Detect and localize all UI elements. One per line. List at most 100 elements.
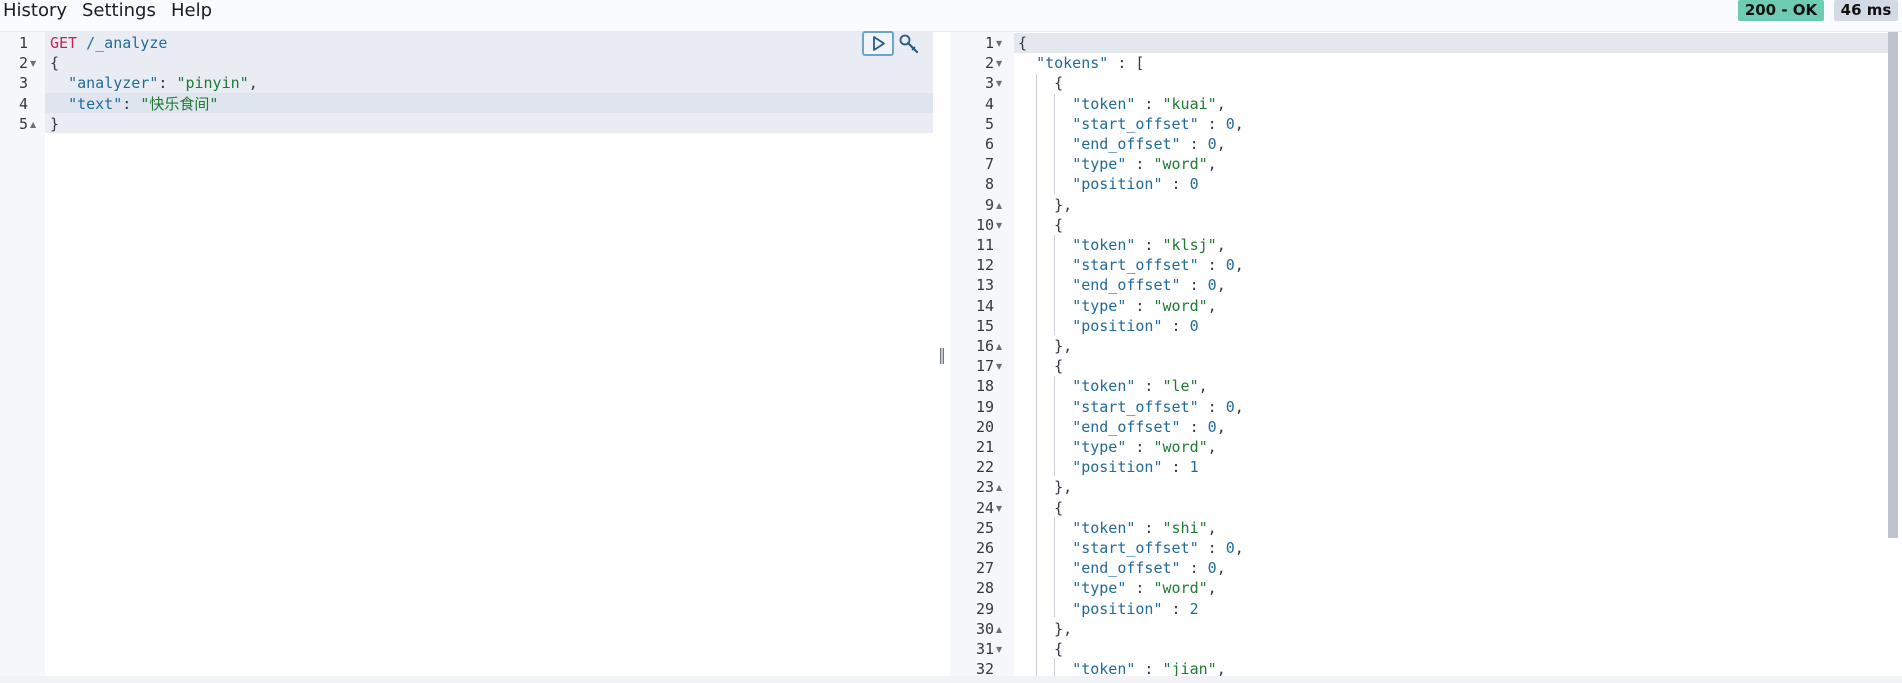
fold-close-icon[interactable]: ▲ bbox=[996, 624, 1003, 634]
code-line[interactable]: { bbox=[1018, 73, 1063, 93]
code-line[interactable]: "token" : "jian", bbox=[1018, 659, 1226, 676]
line-number: 21 bbox=[975, 438, 994, 456]
code-line[interactable]: { bbox=[1018, 33, 1027, 53]
code-line[interactable]: "text": "快乐食间" bbox=[50, 94, 218, 114]
menu-help[interactable]: Help bbox=[171, 0, 213, 21]
line-number: 11 bbox=[975, 236, 994, 254]
code-line[interactable]: "token" : "kuai", bbox=[1018, 94, 1226, 114]
code-line[interactable]: "analyzer": "pinyin", bbox=[50, 73, 258, 93]
code-line[interactable]: } bbox=[50, 114, 59, 134]
code-line[interactable]: "type" : "word", bbox=[1018, 437, 1217, 457]
code-token: "start_offset" bbox=[1072, 114, 1199, 133]
code-token: "end_offset" bbox=[1072, 135, 1181, 153]
settings-wrench-button[interactable] bbox=[898, 33, 919, 55]
code-token: , bbox=[1207, 579, 1217, 598]
response-code-area[interactable] bbox=[1014, 32, 1890, 676]
code-line[interactable]: "start_offset" : 0, bbox=[1018, 397, 1244, 417]
code-token bbox=[1018, 115, 1072, 133]
fold-open-icon[interactable]: ▼ bbox=[996, 59, 1003, 69]
code-line[interactable]: "position" : 0 bbox=[1018, 174, 1198, 194]
fold-open-icon[interactable]: ▼ bbox=[996, 220, 1003, 230]
code-token: , bbox=[1234, 114, 1244, 133]
fold-close-icon[interactable]: ▲ bbox=[30, 119, 37, 129]
code-line[interactable]: "position" : 0 bbox=[1018, 316, 1198, 336]
code-line[interactable]: "start_offset" : 0, bbox=[1018, 538, 1244, 558]
code-line[interactable]: }, bbox=[1018, 619, 1072, 639]
code-line[interactable]: }, bbox=[1018, 336, 1072, 356]
code-line[interactable]: "token" : "klsj", bbox=[1018, 235, 1226, 255]
code-line[interactable]: "token" : "shi", bbox=[1018, 518, 1217, 538]
code-line[interactable]: "end_offset" : 0, bbox=[1018, 134, 1226, 154]
code-line[interactable]: }, bbox=[1018, 195, 1072, 215]
code-line[interactable]: { bbox=[1018, 498, 1063, 518]
code-line[interactable]: { bbox=[50, 53, 59, 73]
code-token: : bbox=[1126, 155, 1154, 174]
drag-handle-icon[interactable]: ‖ bbox=[938, 345, 946, 364]
code-token: 0 bbox=[1207, 559, 1217, 578]
fold-close-icon[interactable]: ▲ bbox=[996, 200, 1003, 210]
code-line[interactable]: "start_offset" : 0, bbox=[1018, 114, 1244, 134]
fold-open-icon[interactable]: ▼ bbox=[996, 362, 1003, 372]
send-request-button[interactable] bbox=[862, 31, 894, 56]
code-token: , bbox=[1216, 276, 1226, 295]
code-token: : bbox=[1135, 377, 1163, 396]
fold-close-icon[interactable]: ▲ bbox=[996, 483, 1003, 493]
response-scrollbar[interactable] bbox=[1888, 32, 1898, 538]
fold-open-icon[interactable]: ▼ bbox=[996, 79, 1003, 89]
line-number: 15 bbox=[975, 316, 994, 335]
line-number: 7 bbox=[984, 155, 994, 174]
menu-history[interactable]: History bbox=[3, 0, 68, 21]
fold-open-icon[interactable]: ▼ bbox=[996, 645, 1003, 654]
code-line[interactable]: }, bbox=[1018, 477, 1072, 497]
wrench-icon bbox=[899, 34, 919, 54]
line-number: 23 bbox=[975, 478, 994, 497]
code-line[interactable]: { bbox=[1018, 215, 1063, 235]
code-token: : bbox=[1198, 256, 1226, 275]
code-token: "token" bbox=[1072, 660, 1136, 676]
indent-guide bbox=[1054, 94, 1055, 194]
code-line[interactable]: "type" : "word", bbox=[1018, 578, 1217, 598]
code-token: 0 bbox=[1207, 276, 1217, 295]
code-line[interactable]: "type" : "word", bbox=[1018, 154, 1217, 174]
request-code-area[interactable] bbox=[45, 32, 933, 676]
code-line[interactable]: "token" : "le", bbox=[1018, 376, 1207, 396]
menu-settings[interactable]: Settings bbox=[82, 0, 156, 21]
code-line[interactable]: "end_offset" : 0, bbox=[1018, 275, 1226, 295]
code-token: : [ bbox=[1108, 54, 1145, 73]
fold-open-icon[interactable]: ▼ bbox=[996, 39, 1003, 48]
code-token: : bbox=[1180, 135, 1208, 153]
code-line[interactable]: "start_offset" : 0, bbox=[1018, 255, 1244, 275]
code-token: 0 bbox=[1225, 256, 1235, 275]
code-token bbox=[1018, 256, 1072, 274]
code-line[interactable]: "tokens" : [ bbox=[1018, 53, 1144, 73]
code-token: "jian" bbox=[1162, 660, 1217, 676]
code-line[interactable]: "end_offset" : 0, bbox=[1018, 558, 1226, 578]
code-line[interactable]: "position" : 2 bbox=[1018, 599, 1198, 619]
fold-close-icon[interactable]: ▲ bbox=[996, 342, 1003, 351]
line-number: 30 bbox=[975, 619, 994, 638]
code-token bbox=[1018, 438, 1072, 456]
code-line[interactable]: "type" : "word", bbox=[1018, 296, 1217, 316]
fold-open-icon[interactable]: ▼ bbox=[996, 503, 1003, 513]
code-token: 0 bbox=[1207, 417, 1217, 436]
code-line[interactable]: "position" : 1 bbox=[1018, 457, 1199, 477]
code-line[interactable]: "end_offset" : 0, bbox=[1018, 417, 1226, 437]
line-number: 13 bbox=[975, 276, 994, 295]
code-line[interactable]: GET /_analyze bbox=[50, 33, 167, 53]
line-number: 3 bbox=[984, 74, 994, 93]
line-number: 14 bbox=[975, 296, 994, 315]
response-editor[interactable]: 1▼{2▼ "tokens" : [3▼ {4 "token" : "kuai"… bbox=[950, 32, 1890, 676]
code-token: 0 bbox=[1225, 114, 1235, 133]
code-token: 1 bbox=[1189, 458, 1199, 477]
code-token: }, bbox=[1018, 478, 1073, 497]
code-token: : bbox=[1126, 579, 1154, 598]
code-token: "token" bbox=[1072, 518, 1136, 537]
code-token: "analyzer" bbox=[68, 74, 159, 93]
code-token: } bbox=[50, 114, 60, 133]
code-line[interactable]: { bbox=[1018, 356, 1063, 376]
indent-guide bbox=[1054, 658, 1055, 676]
code-line[interactable]: { bbox=[1018, 639, 1063, 659]
fold-open-icon[interactable]: ▼ bbox=[30, 59, 37, 69]
code-token: "position" bbox=[1072, 458, 1163, 477]
